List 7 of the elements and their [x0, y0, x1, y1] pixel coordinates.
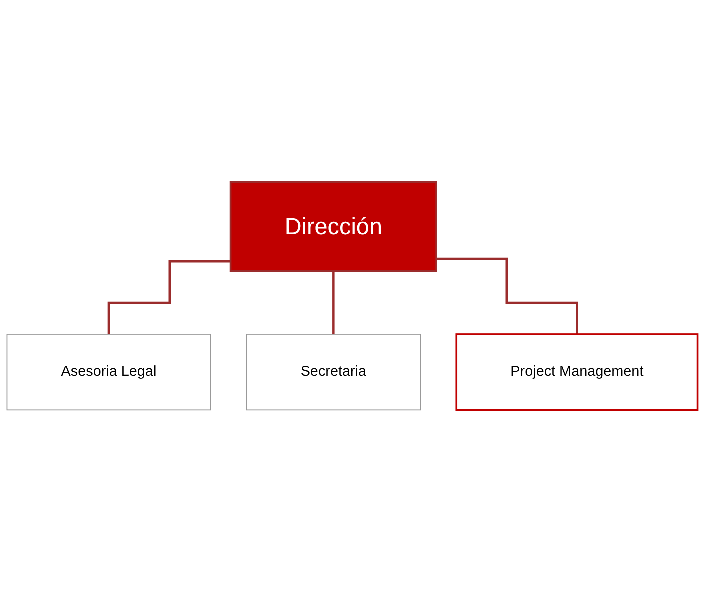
node-box: Dirección: [230, 181, 438, 272]
node-box: Secretaria: [246, 334, 422, 410]
connector: [332, 270, 335, 336]
node-box: Project Management: [456, 333, 699, 411]
node-box: Asesoria Legal: [6, 334, 212, 410]
connector: [108, 260, 231, 336]
connector: [436, 258, 578, 336]
